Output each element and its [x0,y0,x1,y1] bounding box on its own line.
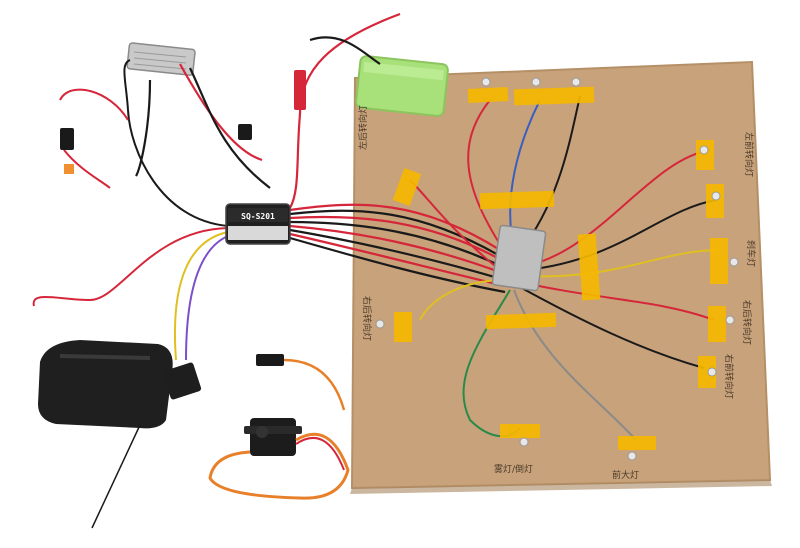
left-wires [32,59,229,361]
switch-plug [238,124,252,140]
wire-harness [289,203,506,294]
esc-heatsink [126,42,196,76]
label-bottom-left: 雾灯/倒灯 [494,463,533,475]
servo-lead [283,358,346,411]
servo [208,418,350,500]
label-right-upper: 左前转向灯 [743,132,755,177]
orange-plug [64,164,74,174]
distribution-block [491,224,547,292]
xt-plug-top [294,70,306,110]
label-left-upper: 左后转向灯 [357,105,369,150]
label-right-lower-1: 右后转向灯 [741,300,753,345]
module-label: SQ-S201 [241,212,275,221]
label-right-middle: 刹车灯 [745,240,757,267]
label-left-lower: 右后转向灯 [361,296,373,341]
board-shadow [350,480,772,494]
light-controller-module: SQ-S201 [225,203,291,245]
label-bottom-right: 前大灯 [612,469,639,481]
transmitter-box [38,340,202,529]
tape-strips [392,86,728,450]
led-heads [375,77,739,461]
top-wires [135,12,401,209]
battery-pack [355,55,449,117]
servo-plug [256,354,284,366]
label-right-lower-2: 右前转向灯 [723,354,735,399]
jst-plug-left [60,128,74,150]
